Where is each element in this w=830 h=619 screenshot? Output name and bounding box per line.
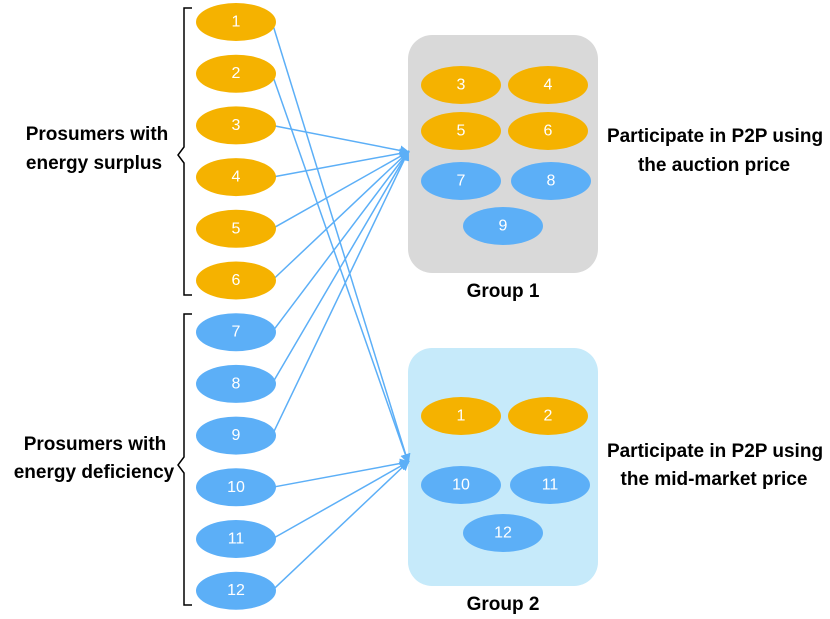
prosumer-3-shape bbox=[196, 106, 276, 145]
group2-member-11: 11 bbox=[510, 466, 590, 504]
arrow-4-to-group1 bbox=[271, 148, 410, 178]
group1-member-5-shape bbox=[421, 112, 501, 150]
prosumer-9: 9 bbox=[196, 416, 276, 455]
group2-caption: Group 2 bbox=[467, 594, 540, 615]
arrow-7-to-group1 bbox=[271, 150, 410, 333]
group1-member-4-shape bbox=[508, 66, 588, 104]
group2-description-line1: Participate in P2P using bbox=[607, 441, 823, 462]
prosumer-1-label: 1 bbox=[232, 14, 241, 31]
group1-member-3: 3 bbox=[421, 66, 501, 104]
group2-member-2: 2 bbox=[508, 397, 588, 435]
arrow-9-to-group1 bbox=[271, 150, 410, 436]
arrow-10-to-group2 bbox=[271, 458, 410, 489]
prosumer-2-shape bbox=[196, 54, 276, 93]
prosumer-11-shape bbox=[196, 520, 276, 558]
arrow-6-to-group1 bbox=[271, 150, 410, 282]
group2-member-10: 10 bbox=[421, 466, 501, 504]
group1-member-6-shape bbox=[508, 112, 588, 150]
group1-member-4-label: 4 bbox=[544, 77, 553, 94]
prosumer-9-shape bbox=[196, 416, 276, 455]
group1-member-7-label: 7 bbox=[457, 173, 466, 190]
prosumer-12-shape bbox=[196, 571, 276, 610]
prosumer-5: 5 bbox=[196, 209, 276, 248]
group1-member-3-label: 3 bbox=[457, 77, 466, 94]
group1-member-7: 7 bbox=[421, 162, 501, 200]
group2-member-10-label: 10 bbox=[452, 477, 470, 494]
prosumer-11-label: 11 bbox=[228, 531, 245, 548]
surplus-label-line2: energy surplus bbox=[26, 153, 162, 174]
prosumer-8-shape bbox=[196, 364, 276, 403]
prosumer-9-label: 9 bbox=[232, 427, 241, 444]
group1-members: 3 4 5 6 7 8 9 bbox=[421, 66, 591, 245]
prosumer-6-label: 6 bbox=[232, 272, 241, 289]
prosumer-12: 12 bbox=[196, 571, 276, 610]
arrow-5-to-group1 bbox=[271, 151, 410, 230]
group1-caption: Group 1 bbox=[467, 281, 540, 302]
group1-member-4: 4 bbox=[508, 66, 588, 104]
prosumer-10: 10 bbox=[196, 468, 276, 507]
prosumer-11: 11 bbox=[196, 520, 276, 558]
prosumer-10-shape bbox=[196, 468, 276, 507]
group2-member-10-shape bbox=[421, 466, 501, 504]
arrow-11-to-group2 bbox=[271, 461, 410, 540]
surplus-brace bbox=[177, 7, 192, 296]
deficiency-label-line2: energy deficiency bbox=[14, 462, 175, 483]
group2-member-2-label: 2 bbox=[544, 408, 553, 425]
deficiency-brace bbox=[177, 313, 192, 606]
group1-member-8: 8 bbox=[511, 162, 591, 200]
prosumer-5-shape bbox=[196, 209, 276, 248]
group1-description-line1: Participate in P2P using bbox=[607, 126, 823, 147]
group1-member-8-shape bbox=[511, 162, 591, 200]
arrow-3-to-group1 bbox=[271, 124, 410, 156]
surplus-label-line1: Prosumers with bbox=[26, 124, 169, 145]
group1-description-line2: the auction price bbox=[638, 155, 790, 176]
prosumer-4-shape bbox=[196, 158, 276, 197]
group1-member-6-label: 6 bbox=[544, 123, 553, 140]
group1-member-9: 9 bbox=[463, 207, 543, 245]
prosumer-4-label: 4 bbox=[232, 169, 241, 186]
group1-member-7-shape bbox=[421, 162, 501, 200]
group1-member-5-label: 5 bbox=[457, 123, 466, 140]
prosumer-8: 8 bbox=[196, 364, 276, 403]
prosumer-3: 3 bbox=[196, 106, 276, 145]
group2-member-11-label: 11 bbox=[542, 477, 559, 494]
prosumer-12-label: 12 bbox=[227, 582, 245, 599]
group1-member-5: 5 bbox=[421, 112, 501, 150]
group2-member-1: 1 bbox=[421, 397, 501, 435]
group1-member-9-shape bbox=[463, 207, 543, 245]
group2-member-12-label: 12 bbox=[494, 525, 512, 542]
group2-description-line2: the mid-market price bbox=[621, 469, 808, 490]
arrows-layer bbox=[271, 21, 411, 592]
prosumer-6: 6 bbox=[196, 261, 276, 300]
group1-member-9-label: 9 bbox=[499, 218, 508, 235]
group2-member-2-shape bbox=[508, 397, 588, 435]
group2-member-1-label: 1 bbox=[457, 408, 466, 425]
prosumer-4: 4 bbox=[196, 158, 276, 197]
prosumer-7-shape bbox=[196, 313, 276, 352]
prosumer-3-label: 3 bbox=[232, 117, 241, 134]
prosumer-2: 2 bbox=[196, 54, 276, 93]
group2-member-11-shape bbox=[510, 466, 590, 504]
prosumer-6-shape bbox=[196, 261, 276, 300]
group1-member-3-shape bbox=[421, 66, 501, 104]
prosumer-7: 7 bbox=[196, 313, 276, 352]
group2-member-1-shape bbox=[421, 397, 501, 435]
group2-member-12-shape bbox=[463, 514, 543, 552]
arrow-12-to-group2 bbox=[271, 460, 410, 592]
prosumer-1-shape bbox=[196, 3, 276, 41]
prosumer-1: 1 bbox=[196, 3, 276, 41]
group1-member-6: 6 bbox=[508, 112, 588, 150]
group2-member-12: 12 bbox=[463, 514, 543, 552]
prosumer-5-label: 5 bbox=[232, 220, 241, 237]
prosumer-10-label: 10 bbox=[227, 479, 245, 496]
group1-member-8-label: 8 bbox=[547, 173, 556, 190]
prosumer-2-label: 2 bbox=[232, 65, 241, 82]
prosumer-8-label: 8 bbox=[232, 375, 241, 392]
arrow-8-to-group1 bbox=[271, 150, 410, 385]
prosumer-7-label: 7 bbox=[232, 324, 241, 341]
deficiency-label-line1: Prosumers with bbox=[24, 434, 167, 455]
